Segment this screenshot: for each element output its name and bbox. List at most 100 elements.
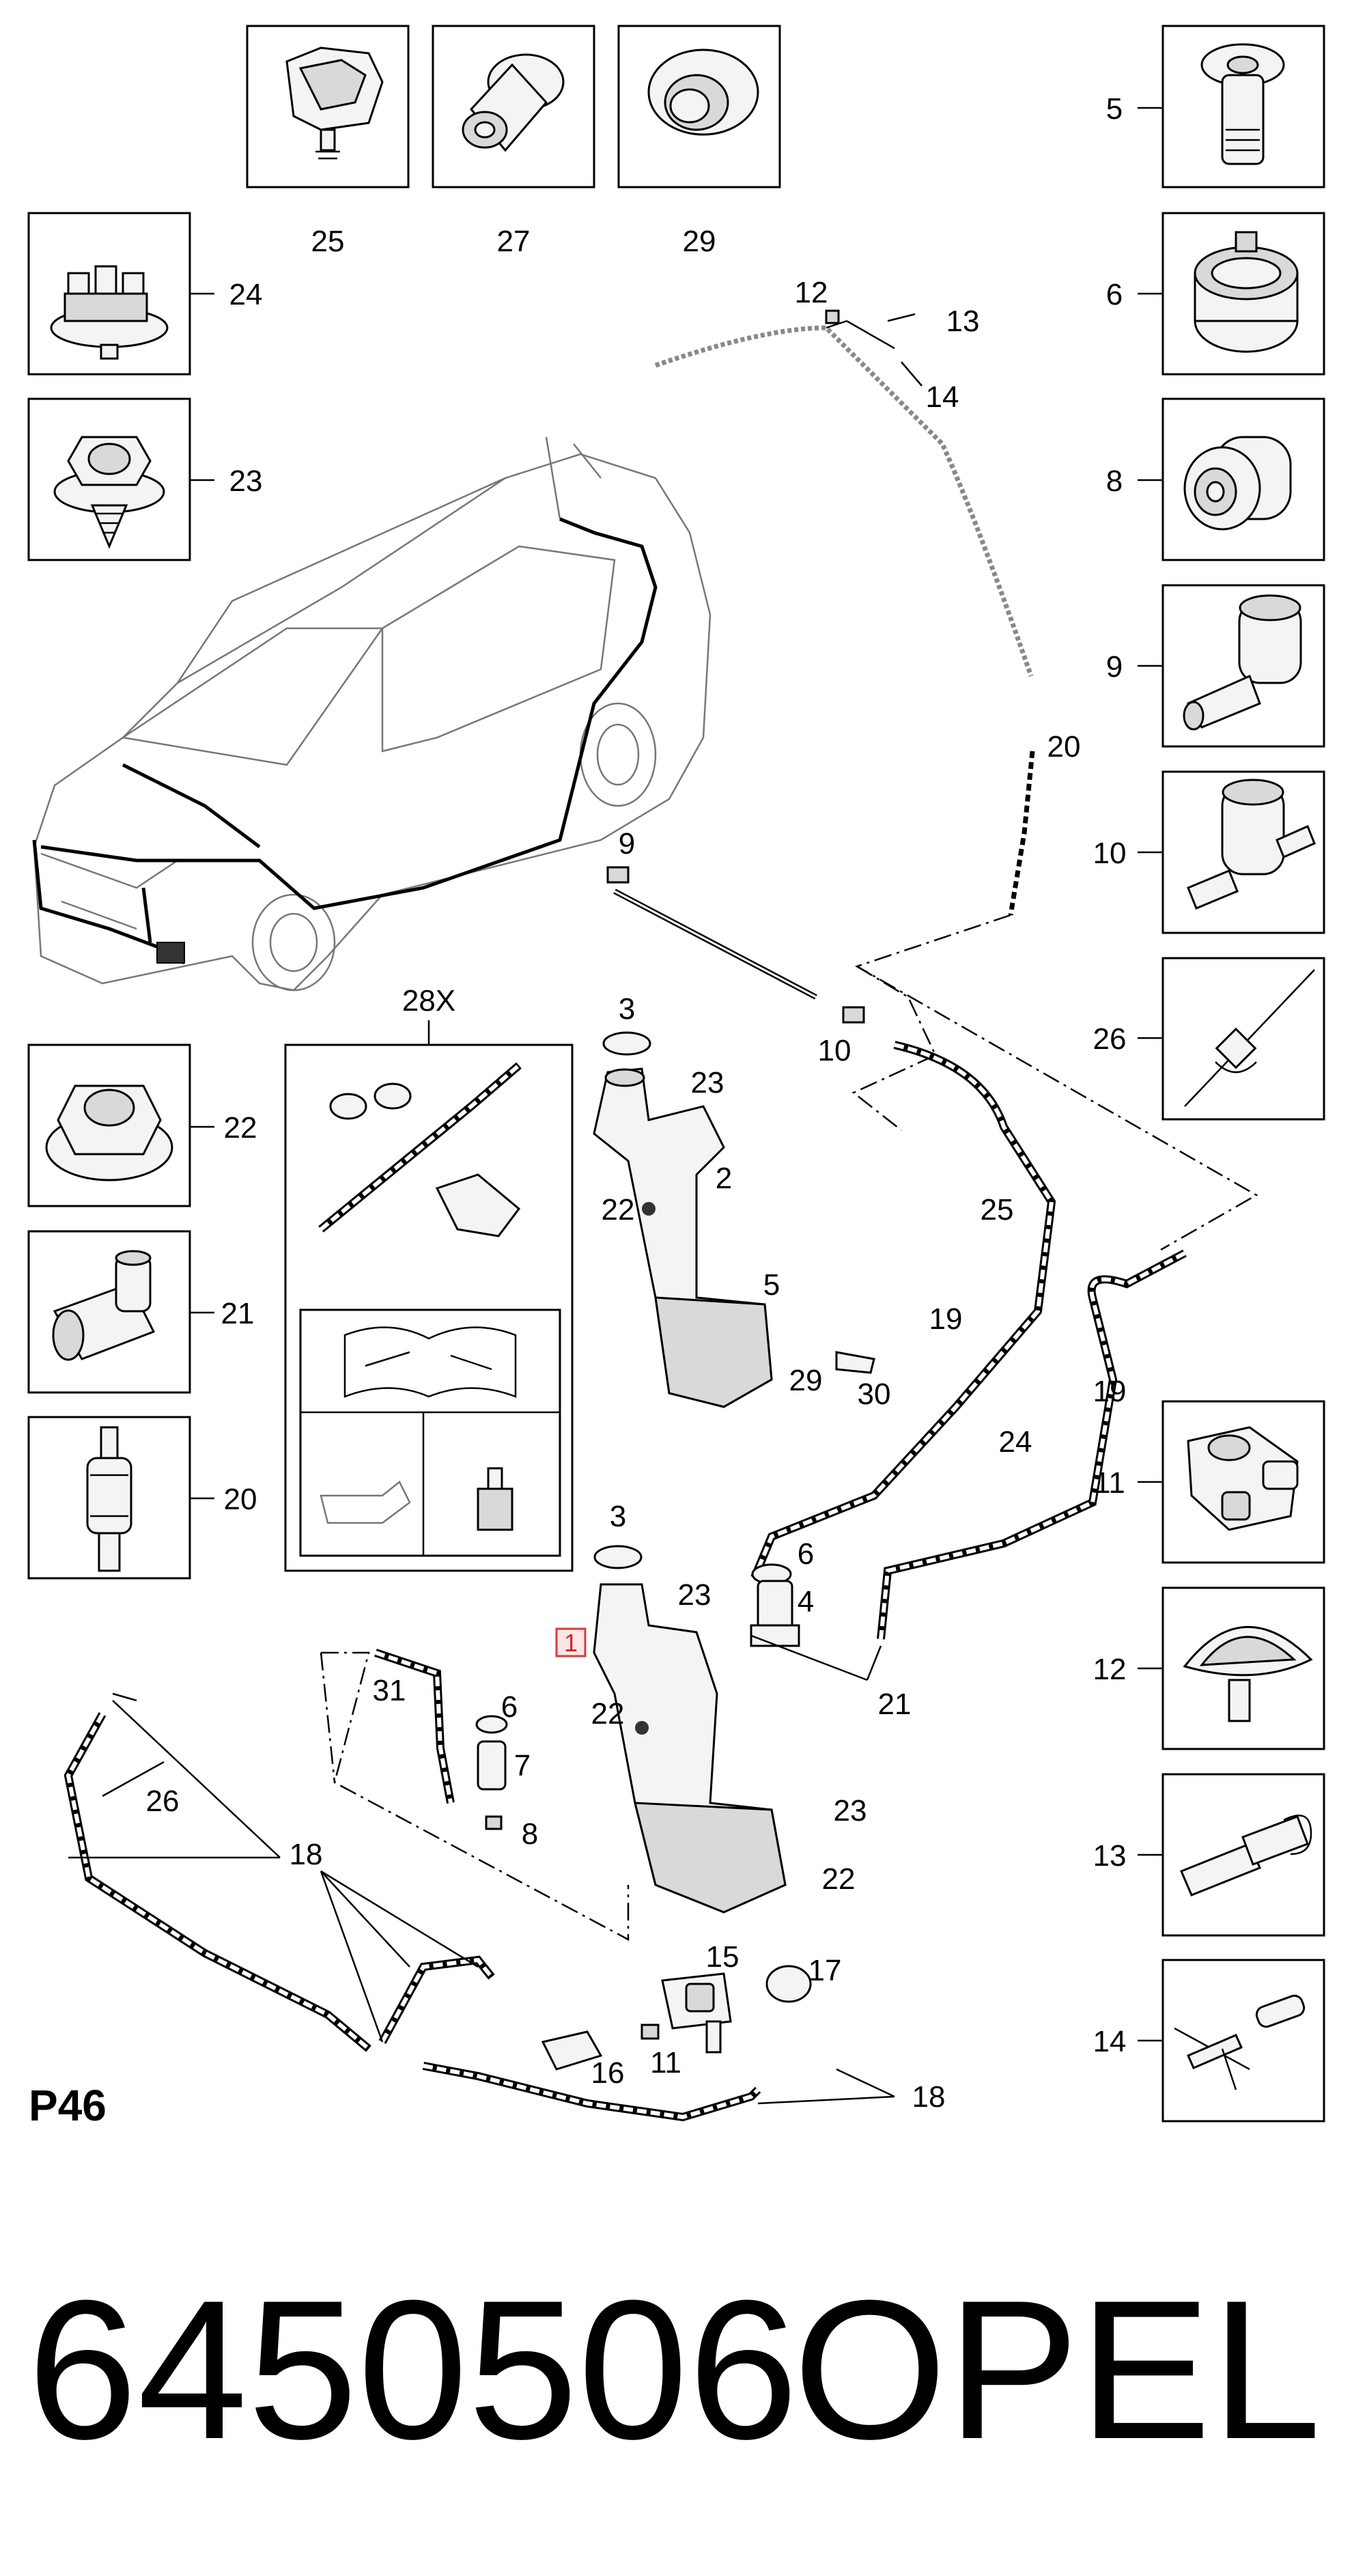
callout-26: 26 — [1093, 1022, 1127, 1056]
callout-cover-16: 16 — [591, 2056, 625, 2090]
callout-6: 6 — [1106, 278, 1123, 311]
brand-name: OPEL — [793, 2259, 1321, 2480]
callout-hose-31: 31 — [373, 1674, 406, 1707]
part-box-12: 12 — [1093, 1586, 1325, 1750]
callout-hose-19a: 19 — [929, 1302, 963, 1336]
callout-13: 13 — [1093, 1839, 1127, 1873]
callout-nozzle-9: 9 — [619, 827, 635, 860]
callout-29: 29 — [683, 225, 716, 258]
callout-seal-8: 8 — [522, 1817, 538, 1851]
callout-hose-19b: 19 — [1093, 1375, 1127, 1408]
callout-seal-29: 29 — [789, 1364, 823, 1397]
check-valve-icon — [86, 1426, 132, 1572]
callout-1: 1 — [564, 1629, 578, 1657]
callout-cover-15: 15 — [706, 1940, 740, 1974]
washer-nozzle-icon — [1187, 1426, 1299, 1531]
part-box-5: 5 — [1106, 25, 1325, 188]
callout-cap-3a: 3 — [619, 992, 635, 1026]
callout-9: 9 — [1106, 650, 1123, 684]
part-box-13: 13 — [1093, 1773, 1325, 1937]
callout-nut-22a: 22 — [602, 1193, 635, 1227]
callout-pump-17: 17 — [808, 1954, 842, 1987]
callout-8: 8 — [1106, 464, 1123, 498]
rear-hose-route: 12 13 14 20 — [654, 276, 1081, 916]
callout-clip-25: 25 — [981, 1193, 1014, 1227]
callout-10: 10 — [1093, 837, 1127, 870]
hex-nut-screw-icon — [53, 436, 165, 549]
callout-14: 14 — [1093, 2025, 1127, 2058]
callout-pump-7: 7 — [514, 1749, 531, 1782]
callout-nozzle-11: 11 — [650, 2046, 681, 2080]
callout-23: 23 — [229, 464, 263, 498]
part-box-26: 26 — [1093, 957, 1325, 1121]
callout-20: 20 — [224, 1483, 257, 1516]
callout-hose-18a: 18 — [290, 1838, 323, 1871]
car-outline-icon — [32, 436, 712, 992]
washer-nozzle-icon — [1183, 1626, 1313, 1722]
part-box-21: 21 — [27, 1230, 255, 1394]
callout-24: 24 — [229, 278, 263, 311]
callout-22: 22 — [224, 1111, 257, 1145]
cable-tie-icon — [1184, 969, 1315, 1107]
manual-book-icon — [343, 1326, 517, 1398]
callout-seal-6b: 6 — [501, 1690, 518, 1724]
part-box-22: 22 — [27, 1044, 257, 1207]
lower-parts-group: 15 17 16 11 — [541, 1940, 842, 2090]
part-number: 6450506 — [27, 2259, 798, 2480]
grommet-icon — [462, 53, 565, 152]
callout-top-13: 13 — [946, 305, 980, 338]
part-box-23: 23 — [27, 397, 263, 561]
callout-clip-23c: 23 — [834, 1794, 867, 1828]
callout-27: 27 — [497, 225, 531, 258]
callout-neck-2: 2 — [716, 1162, 732, 1195]
pump-icon: 6 4 21 — [750, 1537, 912, 1721]
callout-pump-30: 30 — [858, 1377, 891, 1411]
callout-21: 21 — [221, 1297, 255, 1330]
kit-28x-inset: 28X — [284, 984, 574, 1572]
page-code: P46 — [29, 2081, 107, 2130]
clip-icon — [1200, 43, 1285, 165]
flange-nut-icon — [45, 1084, 173, 1181]
part-box-14: 14 — [1093, 1959, 1325, 2123]
callout-pump-4: 4 — [798, 1585, 814, 1619]
grommet-icon — [647, 48, 759, 136]
clip-icon — [50, 265, 169, 360]
callout-kit-28x: 28X — [402, 984, 455, 1018]
part-box-29: 29 — [617, 25, 781, 258]
oil-can-icon — [320, 1481, 411, 1524]
callout-top-14: 14 — [926, 380, 959, 414]
part-box-24: 24 — [27, 212, 263, 376]
washer-reservoir-icon: 3 1 23 22 23 22 — [555, 1500, 867, 1914]
callout-nut-22b: 22 — [591, 1697, 625, 1731]
part-box-27: 27 — [432, 25, 595, 258]
callout-nozzle-26: 26 — [146, 1784, 180, 1818]
part-box-25: 25 — [246, 25, 410, 258]
callout-conn-21: 21 — [878, 1688, 912, 1721]
part-box-11: 11 — [1094, 1400, 1325, 1564]
part-box-8: 8 — [1106, 397, 1325, 561]
hose-19: 25 19 19 24 — [750, 1041, 1187, 1640]
grommet-icon — [1194, 231, 1299, 353]
pump-7-group: 31 6 7 8 — [320, 1649, 630, 1942]
callout-nozzle-10: 10 — [818, 1034, 851, 1067]
callout-top-12: 12 — [795, 276, 828, 309]
nozzle-9-assembly: 9 10 — [606, 827, 865, 1067]
part-box-10: 10 — [1093, 770, 1325, 934]
valve-connector-icon — [1187, 779, 1316, 910]
callout-hose-20: 20 — [1047, 730, 1081, 764]
callout-clip-23a: 23 — [691, 1066, 724, 1100]
check-valve-icon — [1180, 1815, 1312, 1896]
callout-clip-23b: 23 — [678, 1578, 712, 1612]
washer-reservoir-icon: 3 23 2 22 5 29 30 — [593, 992, 891, 1411]
callout-screw-5: 5 — [763, 1268, 780, 1302]
clip-icon — [285, 46, 384, 160]
callout-12: 12 — [1093, 1653, 1127, 1686]
callout-25: 25 — [311, 225, 345, 258]
callout-clip-24: 24 — [999, 1425, 1032, 1459]
part-box-6: 6 — [1106, 212, 1325, 376]
sealant-bottle-icon — [477, 1467, 513, 1531]
part-box-9: 9 — [1106, 584, 1325, 748]
callout-1-highlight — [555, 1627, 587, 1657]
t-connector-icon — [1174, 1994, 1306, 2090]
